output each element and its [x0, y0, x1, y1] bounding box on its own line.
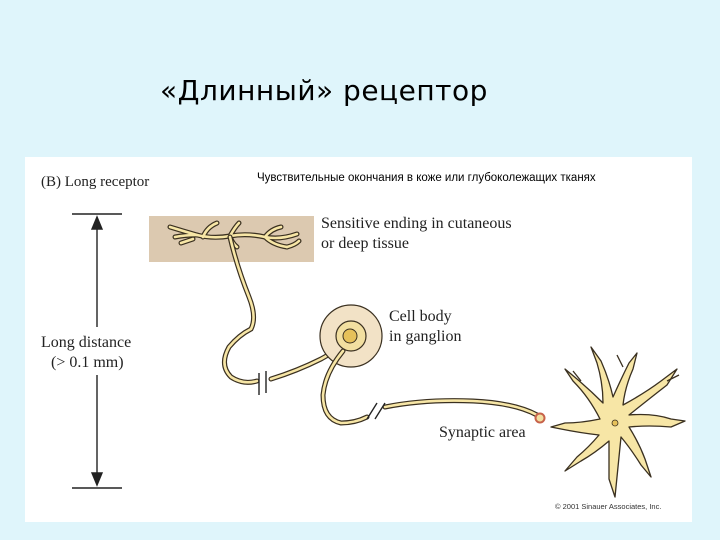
slide-title: «Длинный» рецептор — [160, 74, 488, 107]
sensitive-ending-label: Sensitive ending in cutaneous or deep ti… — [321, 214, 512, 254]
copyright-notice: © 2001 Sinauer Associates, Inc. — [555, 502, 662, 511]
russian-caption: Чувствительные окончания в коже или глуб… — [257, 172, 596, 184]
axon-break-mark-1 — [258, 371, 267, 395]
synapse-marker — [534, 412, 546, 424]
panel-label: (B) Long receptor — [41, 174, 150, 190]
sensitive-ending-label-line2: or deep tissue — [321, 235, 409, 252]
cell-body-label-line2: in ganglion — [389, 328, 462, 345]
long-distance-arrow — [72, 213, 122, 489]
cell-body-label-line1: Cell body — [389, 308, 452, 325]
postsynaptic-neuron — [550, 346, 686, 498]
ganglion-cell-body — [319, 304, 383, 368]
cell-body-label: Cell body in ganglion — [389, 307, 461, 347]
long-distance-label: Long distance (> 0.1 mm) — [41, 333, 131, 373]
synaptic-area-label: Synaptic area — [439, 424, 526, 441]
sensitive-ending-label-line1: Sensitive ending in cutaneous — [321, 215, 512, 232]
axon-break-mark-2 — [366, 402, 386, 420]
central-axon — [320, 348, 540, 426]
long-distance-label-line2: (> 0.1 mm) — [51, 354, 124, 371]
long-distance-label-line1: Long distance — [41, 334, 132, 351]
receptor-diagram — [72, 213, 686, 498]
long-receptor-figure: (B) Long receptor Чувствительные окончан… — [25, 157, 692, 522]
